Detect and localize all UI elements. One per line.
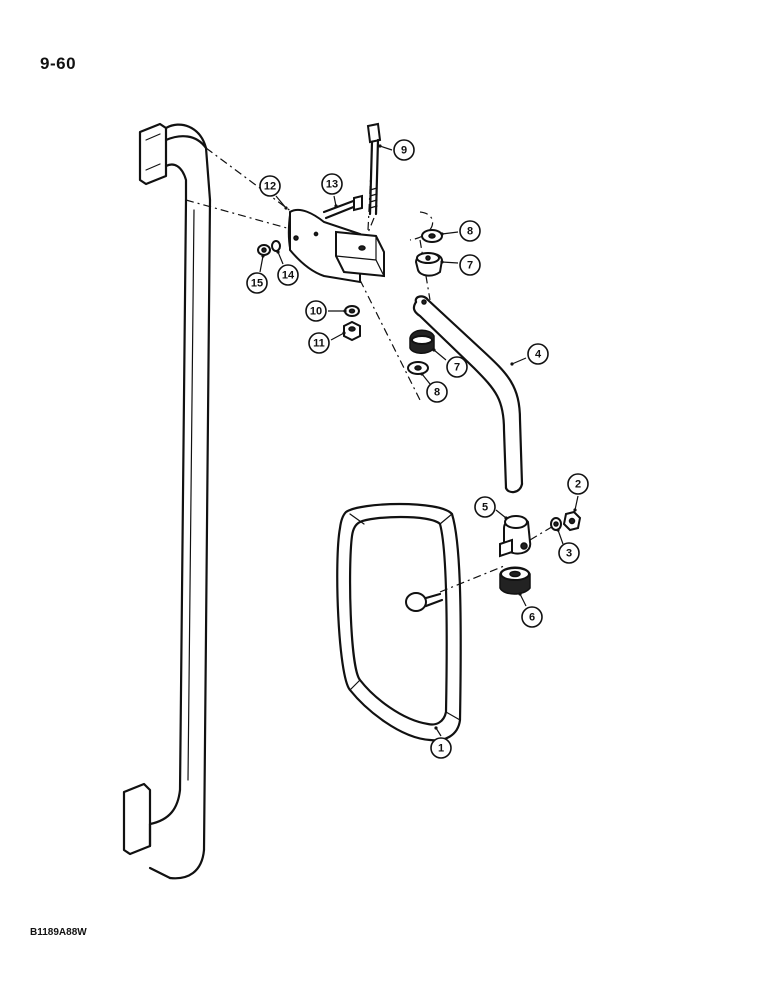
figure-code: B1189A88W (30, 927, 87, 938)
page-number: 9-60 (40, 54, 77, 73)
callout-number: 6 (529, 612, 535, 624)
callout-washer-right: 3 (556, 528, 580, 564)
callout-balloon (321, 173, 343, 195)
small-hardware-right (550, 510, 582, 532)
callout-arm: 4 (510, 343, 549, 366)
bolt (366, 122, 382, 216)
mounting-handle (122, 122, 212, 880)
callout-leader (421, 373, 431, 385)
callout-number: 2 (575, 479, 581, 491)
callout-balloon (459, 220, 481, 242)
callout-leader-tip (334, 204, 338, 208)
callout-leader (557, 529, 564, 545)
callout-bushing-upper: 7 (440, 254, 481, 276)
callout-leader (379, 145, 393, 151)
callout-leader (441, 261, 459, 264)
callout-leader (259, 255, 264, 273)
callout-balloon (558, 542, 580, 564)
callout-balloon (259, 175, 281, 197)
callout-leader (511, 357, 527, 365)
callout-washer-small: 10 (305, 300, 347, 322)
callout-number: 10 (310, 306, 322, 318)
callout-leader-tip (440, 232, 444, 236)
callout-leader-tip (504, 516, 508, 520)
callout-leader-tip (518, 592, 522, 596)
callout-clamp: 5 (474, 496, 508, 520)
callout-number: 1 (438, 743, 444, 755)
callout-nut-small: 11 (308, 331, 346, 354)
callout-balloon (305, 300, 327, 322)
callout-lockwasher: 14 (276, 250, 299, 286)
callout-balloon (527, 343, 549, 365)
callout-leader-tip (556, 528, 560, 532)
callout-leader (275, 195, 287, 209)
callout-balloon (567, 473, 589, 495)
screw (322, 194, 363, 220)
callout-number: 7 (467, 260, 473, 272)
callout-leader (519, 593, 527, 607)
callout-leader-tip (510, 362, 514, 366)
callout-number: 12 (264, 181, 276, 193)
callout-number: 11 (313, 338, 325, 350)
bracket (287, 208, 385, 284)
mirror (336, 502, 462, 742)
callout-number: 4 (535, 349, 542, 361)
callout-washer-lower: 8 (420, 372, 448, 403)
callout-leader-tip (434, 726, 438, 730)
arm (412, 295, 524, 494)
callout-balloon (308, 332, 330, 354)
callout-nut-left: 15 (246, 254, 268, 294)
callout-leader (441, 231, 459, 235)
clamp (499, 515, 532, 558)
callout-leader-tip (261, 254, 265, 258)
callout-number: 14 (282, 270, 295, 282)
ball-nut (499, 566, 531, 595)
callout-balloon (459, 254, 481, 276)
callout-number: 13 (326, 179, 338, 191)
callout-number: 8 (434, 387, 440, 399)
callout-balloon (246, 272, 268, 294)
callout-washer-upper: 8 (440, 220, 481, 242)
callout-bracket: 12 (259, 175, 288, 210)
callout-balloon (393, 139, 415, 161)
callout-leader-tip (342, 331, 346, 335)
callout-balloon (446, 356, 468, 378)
callout-bolt: 9 (378, 139, 415, 161)
callout-mirror: 1 (430, 726, 452, 759)
callout-leader-tip (420, 372, 424, 376)
callout-leader (574, 495, 579, 511)
callout-screw: 13 (321, 173, 343, 208)
callout-number: 7 (454, 362, 460, 374)
callout-leader-tip (440, 260, 444, 264)
callout-number: 15 (251, 278, 263, 290)
callout-leader-tip (432, 348, 436, 352)
callout-leader (277, 251, 284, 265)
callout-balloon (521, 606, 543, 628)
callout-leader (433, 349, 447, 361)
callout-leader-tip (343, 309, 347, 313)
callout-leader-tip (573, 508, 577, 512)
callout-number: 5 (482, 502, 488, 514)
callout-leader-tip (378, 144, 382, 148)
callout-ball-nut: 6 (518, 592, 543, 628)
callout-number: 3 (566, 548, 572, 560)
callout-leader-tip (284, 206, 288, 210)
callout-leader-tip (276, 250, 280, 254)
callout-number: 9 (401, 145, 407, 157)
callout-bushing-lower: 7 (432, 348, 468, 378)
callout-leader (333, 195, 337, 207)
callout-balloon (277, 264, 299, 286)
upper-bushing-set (414, 229, 444, 277)
callout-number: 8 (467, 226, 473, 238)
small-hardware-below (343, 305, 361, 342)
callout-leader (495, 509, 507, 519)
callout-balloon (474, 496, 496, 518)
callout-balloon (426, 381, 448, 403)
lower-bushing-set (407, 329, 435, 375)
callout-nut-top-right: 2 (567, 473, 589, 512)
callout-leader (330, 332, 345, 341)
callout-balloon (430, 737, 452, 759)
